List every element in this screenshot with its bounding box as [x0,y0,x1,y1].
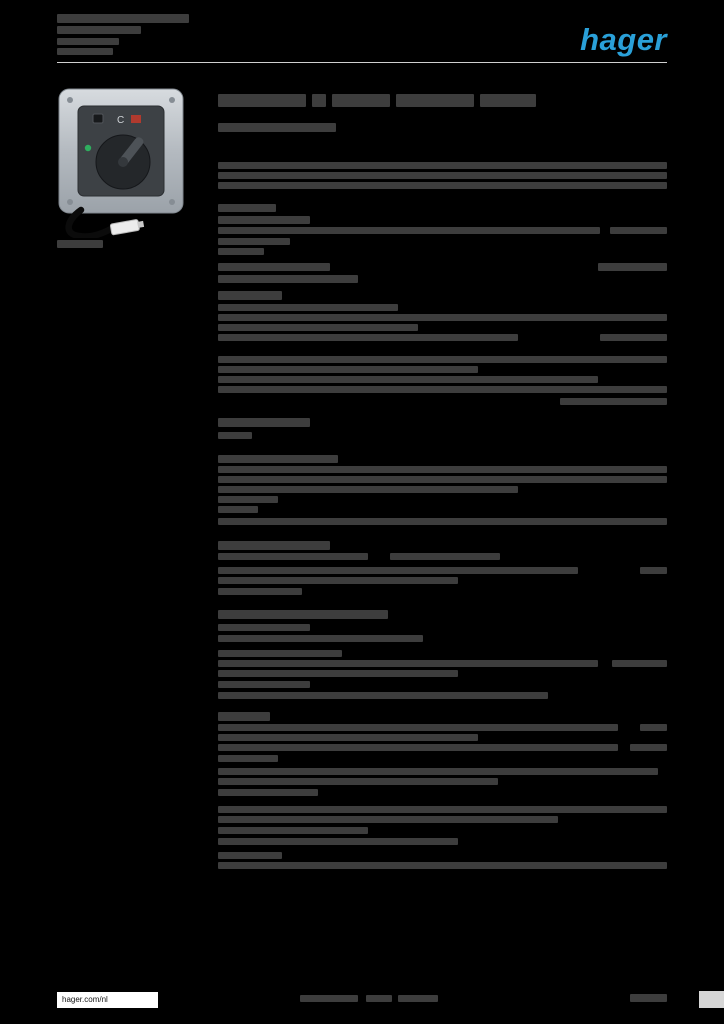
redacted-text-line [218,650,342,657]
redacted-text-line [57,240,103,248]
redacted-text-line [218,496,278,503]
redacted-text-line [218,204,276,212]
green-led [84,144,92,152]
knob-hub [118,157,128,167]
redacted-text-line [218,778,498,785]
redacted-text-line [366,995,392,1002]
redacted-text-line [218,862,667,869]
redacted-text-line [218,304,398,311]
page-number-block [699,991,724,1008]
redacted-text-line [218,838,458,845]
redacted-text-line [218,789,318,796]
redacted-text-line [218,712,270,721]
redacted-text-line [218,162,667,169]
redacted-text-line [640,567,667,574]
redacted-text-line [218,827,368,834]
redacted-text-line [560,398,667,405]
connector-tip [137,220,145,228]
device-cable [65,206,145,238]
redacted-text-line [396,94,474,107]
frame-screw [67,199,73,205]
redacted-text-line [218,755,278,762]
redacted-text-line [218,806,667,813]
redacted-text-line [598,263,667,271]
redacted-text-line [218,624,310,631]
redacted-text-line [218,816,558,823]
redacted-text-line [218,852,282,859]
redacted-text-line [218,172,667,179]
redacted-text-line [218,227,600,234]
redacted-text-line [218,182,667,189]
redacted-text-line [480,94,536,107]
cable-connector [109,219,140,236]
redacted-text-line [218,553,368,560]
redacted-text-line [630,744,667,751]
redacted-text-line [218,744,618,751]
redacted-text-line [332,94,390,107]
redacted-text-line [218,670,458,677]
redacted-text-line [218,275,358,283]
redacted-text-line [218,724,618,731]
redacted-text-line [218,588,302,595]
redacted-text-line [312,94,326,107]
mode-switch [92,113,104,124]
redacted-text-line [610,227,667,234]
redacted-text-line [218,610,388,619]
redacted-text-line [218,334,518,341]
redacted-text-line [218,418,310,427]
redacted-text-line [57,26,141,34]
product-photo: C [58,88,184,238]
redacted-text-line [218,692,548,699]
redacted-text-line [218,324,418,331]
redacted-text-line [218,94,306,107]
redacted-text-line [218,216,310,224]
redacted-text-line [630,994,667,1002]
redacted-text-line [218,314,667,321]
frame-screw [67,97,73,103]
footer-website-link[interactable]: hager.com/nl [57,992,158,1008]
red-indicator [131,115,141,123]
redacted-text-line [612,660,667,667]
hager-logo: hager [580,22,667,57]
redacted-text-line [218,291,282,300]
redacted-text-line [218,366,478,373]
redacted-text-line [218,768,658,775]
dial-marking-label: C [117,115,124,126]
redacted-text-line [218,356,667,363]
redacted-text-line [218,518,667,525]
redacted-text-line [218,238,290,245]
redacted-text-line [218,263,330,271]
redacted-text-line [218,432,252,439]
redacted-text-line [218,681,310,688]
redacted-text-line [300,995,358,1002]
redacted-text-line [218,386,667,393]
header-divider [57,62,667,63]
redacted-text-line [218,567,578,574]
redacted-text-line [218,541,330,550]
redacted-text-line [218,466,667,473]
redacted-text-line [218,476,667,483]
redacted-text-line [218,660,598,667]
device-center-plate: C [77,105,165,197]
redacted-text-line [398,995,438,1002]
redacted-text-line [218,734,478,741]
redacted-text-line [390,553,500,560]
redacted-text-line [57,48,113,55]
redacted-text-line [218,486,518,493]
redacted-text-line [218,376,598,383]
redacted-text-line [218,248,264,255]
redacted-text-line [640,724,667,731]
redacted-text-line [218,455,338,463]
redacted-text-line [218,123,336,132]
redacted-text-line [57,38,119,45]
frame-screw [169,199,175,205]
redacted-text-line [218,577,458,584]
redacted-text-line [218,635,423,642]
redacted-text-line [218,506,258,513]
redacted-text-line [57,14,189,23]
redacted-text-line [600,334,667,341]
frame-screw [169,97,175,103]
